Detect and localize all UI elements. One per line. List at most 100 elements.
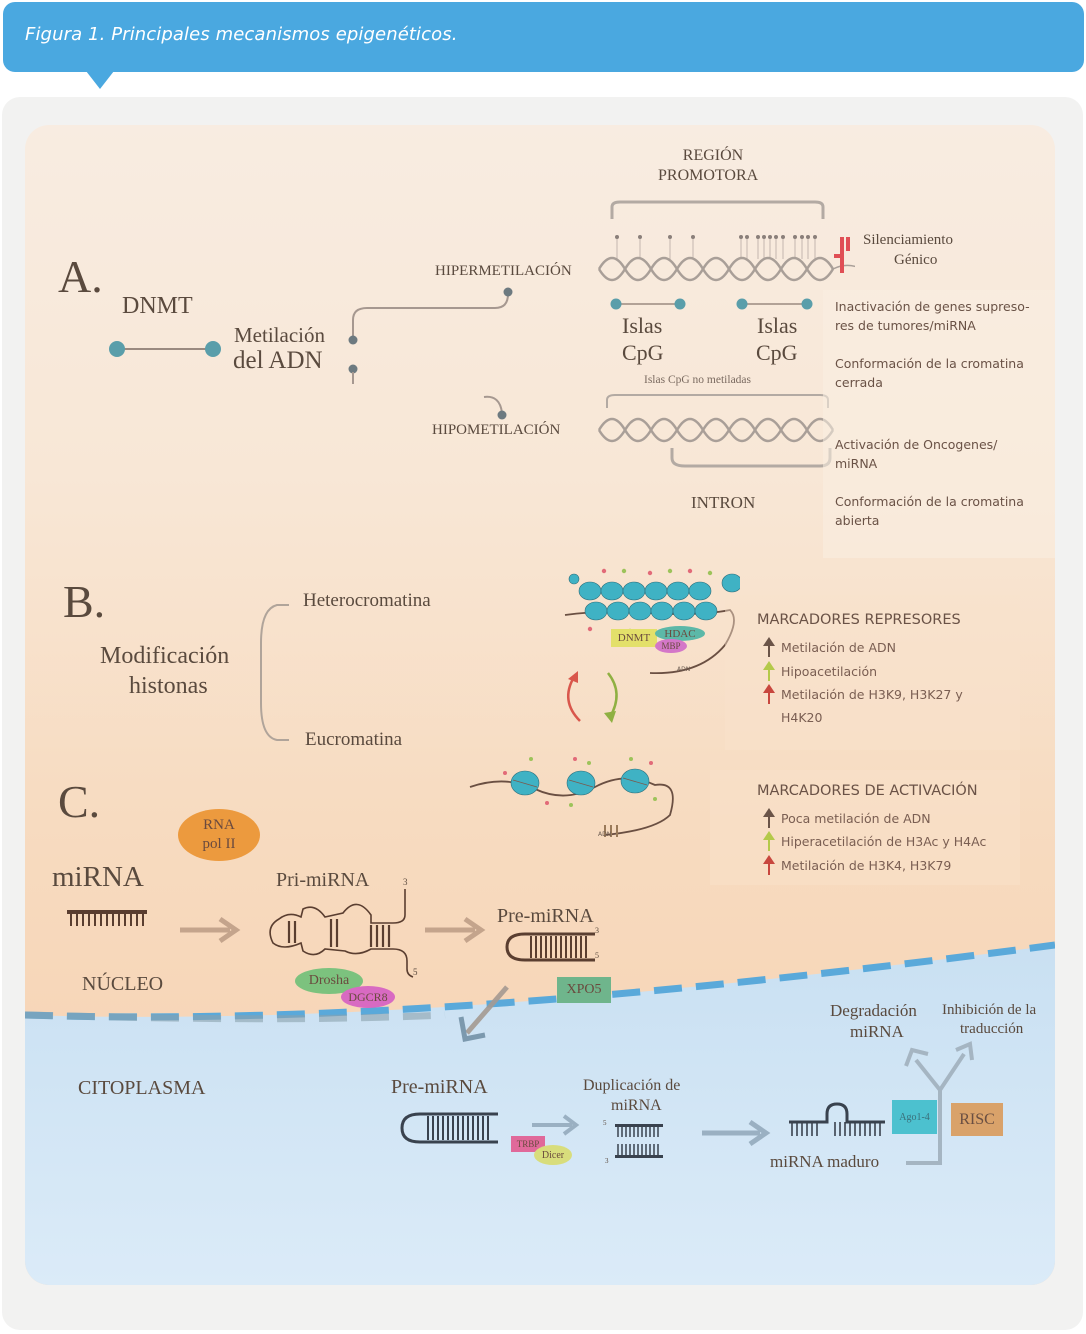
figure-caption-bar: Figura 1. Principales mecanismos epigené… — [3, 2, 1084, 72]
degradation-line2: miRNA — [850, 1022, 904, 1041]
section-b-letter: B. — [63, 576, 106, 627]
repressor-markers-title: MARCADORES REPRESORES — [757, 612, 961, 628]
activation-markers-panel — [710, 770, 1020, 885]
repressor-marker-continuation: H4K20 — [781, 710, 823, 725]
cpg-island-1-line2: CpG — [622, 340, 664, 365]
euchromatin-label: Eucromatina — [305, 729, 403, 750]
epigenetics-figure: A. DNMT Metilación del ADN REGIÓN PROMOT… — [25, 125, 1055, 1285]
silenciamiento-label: Silenciamiento — [863, 232, 953, 248]
acetylation-arrow-icon — [763, 831, 775, 851]
hypomethylation-connector — [483, 395, 507, 420]
histonas-label: histonas — [129, 673, 208, 699]
activation-marker-item: Metilación de H3K4, H3K79 — [763, 855, 951, 875]
dna-methylation-arrow-icon — [763, 808, 775, 828]
repressor-marker-item: Metilación de ADN — [763, 637, 896, 657]
trbp-badge: TRBP — [511, 1136, 545, 1152]
chromatin-transition-arrows — [567, 671, 618, 723]
modificacion-label: Modificación — [100, 643, 230, 669]
mbp-complex-badge: MBP — [655, 639, 687, 653]
methylation-branch-lines — [348, 287, 513, 384]
methylated-dna-helix — [597, 200, 855, 282]
cpg-island-1-line1: Islas — [622, 313, 663, 338]
mirna-fate-arrows — [904, 1041, 974, 1165]
degradation-line1: Degradación — [830, 1001, 917, 1020]
histone-methylation-arrow-icon — [763, 684, 775, 704]
section-c-letter: C. — [58, 776, 101, 827]
figure-caption: Figura 1. Principales mecanismos epigené… — [25, 24, 458, 45]
activation-markers-title: MARCADORES DE ACTIVACIÓN — [757, 783, 978, 799]
cytoplasm-background — [25, 941, 1055, 1285]
dnmt-label: DNMT — [122, 293, 193, 319]
pre-mirna-nucleus-label: Pre-miRNA — [497, 905, 594, 927]
adn-label-top: ADN — [677, 666, 691, 673]
adn-label-bottom: ADN — [598, 831, 612, 838]
maturation-arrow-icon — [702, 1119, 771, 1147]
pre-mirna-hairpin-cytoplasm — [400, 1112, 498, 1144]
duplex-line2: miRNA — [611, 1097, 662, 1114]
section-a-notes-panel — [823, 290, 1055, 558]
inhibition-line1: Inhibición de la — [942, 1002, 1037, 1018]
region-promotora-line2: PROMOTORA — [658, 167, 759, 184]
ago-badge: Ago1-4 — [892, 1100, 937, 1134]
processing-arrow-icon — [425, 916, 486, 944]
mature-mirna-label: miRNA maduro — [770, 1152, 880, 1171]
activation-marker-item: Poca metilación de ADN — [763, 808, 931, 828]
mirna-strand-icon — [67, 910, 147, 926]
inhibition-line2: traducción — [960, 1021, 1024, 1037]
cpg-island-markers — [610, 298, 813, 310]
del-adn-label: del ADN — [233, 347, 323, 374]
hipermetilacion-label: HIPERMETILACIÓN — [435, 263, 572, 279]
dgcr8-badge: DGCR8 — [341, 986, 395, 1008]
export-arrow-icon — [458, 985, 509, 1042]
histone-methylation-arrow-icon — [763, 855, 775, 875]
histone-bracket — [260, 604, 289, 741]
caption-pointer — [86, 71, 114, 89]
citoplasma-label: CITOPLASMA — [78, 1077, 206, 1099]
nucleo-label: NÚCLEO — [82, 973, 164, 995]
heterochromatin-label: Heterocromatina — [303, 590, 431, 611]
duplex-5-prime-top: 5 — [603, 1119, 607, 1127]
pri-mirna-label: Pri-miRNA — [276, 869, 370, 891]
unmethylated-dna-helix — [597, 394, 835, 468]
genico-label: Génico — [894, 252, 938, 268]
xpo5-badge: XPO5 — [557, 977, 611, 1003]
repressor-marker-item: Hipoacetilación — [763, 661, 877, 681]
cpg-island-2-line1: Islas — [757, 313, 798, 338]
note-closed-chromatin: Conformación de la cromatina cerrada — [835, 356, 1024, 390]
repressor-markers-panel — [725, 595, 1020, 750]
activation-marker-item: Hiperacetilación de H3Ac y H4Ac — [763, 831, 986, 851]
pri-mirna-5-prime: 5 — [413, 967, 418, 977]
intron-label: INTRON — [691, 493, 756, 512]
dicing-arrow-icon — [532, 1114, 580, 1136]
region-promotora-line1: REGIÓN — [682, 147, 744, 164]
hipometilacion-label: HIPOMETILACIÓN — [432, 422, 561, 438]
gene-silencing-block-icon — [834, 237, 850, 273]
pre-mirna-cytoplasm-label: Pre-miRNA — [391, 1076, 488, 1098]
dnmt-connector — [109, 341, 221, 357]
mirna-gene-label: miRNA — [52, 861, 144, 893]
dicer-badge: Dicer — [534, 1145, 572, 1165]
pri-mirna-structure — [269, 889, 414, 978]
euchromatin-illustration — [469, 757, 674, 837]
mirna-duplex-icon — [615, 1124, 663, 1158]
repressor-marker-item: Metilación de H3K9, H3K27 y — [763, 684, 963, 704]
note-open-chromatin: Conformación de la cromatina abierta — [835, 494, 1024, 528]
duplex-line1: Duplicación de — [583, 1077, 681, 1094]
rna-pol-ii-badge: RNA pol II — [178, 809, 260, 861]
transcription-arrow-icon — [180, 916, 241, 944]
unmethylated-cpg-label: Islas CpG no metiladas — [644, 374, 751, 386]
pre-mirna-3-prime: 3 — [595, 926, 599, 935]
pre-mirna-5-prime: 5 — [595, 951, 599, 960]
risc-badge: RISC — [951, 1103, 1003, 1136]
metilacion-label: Metilación — [234, 323, 325, 347]
note-tumor-suppressor: Inactivación de genes supreso-res de tum… — [835, 299, 1030, 333]
acetylation-arrow-icon — [763, 661, 775, 681]
duplex-3-prime-bottom: 3 — [605, 1157, 609, 1165]
heterochromatin-illustration — [564, 568, 740, 674]
hdac-complex-badge: HDAC — [655, 626, 705, 641]
dna-methylation-arrow-icon — [763, 637, 775, 657]
dnmt-complex-badge: DNMT — [611, 629, 657, 647]
section-a-letter: A. — [58, 251, 103, 302]
note-oncogene-activation: Activación de Oncogenes/ miRNA — [835, 437, 998, 471]
mature-mirna-icon — [789, 1102, 885, 1136]
